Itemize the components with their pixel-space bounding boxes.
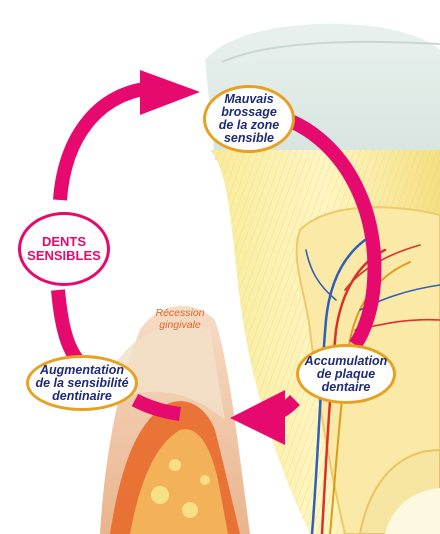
arrow-head-bottom — [230, 390, 285, 445]
cycle-step-poor-brushing: Mauvais brossage de la zone sensible — [203, 85, 295, 153]
center-label-sensitive-teeth: DENTS SENSIBLES — [18, 212, 110, 286]
cycle-step-increased-sensitivity: Augmentation de la sensibilité dentinair… — [26, 355, 138, 411]
arrow-head-top — [140, 70, 200, 115]
cycle-step-plaque-accumulation: Accumulation de plaque dentaire — [296, 344, 396, 404]
gingival-recession-label: Récession gingivale — [140, 307, 220, 331]
